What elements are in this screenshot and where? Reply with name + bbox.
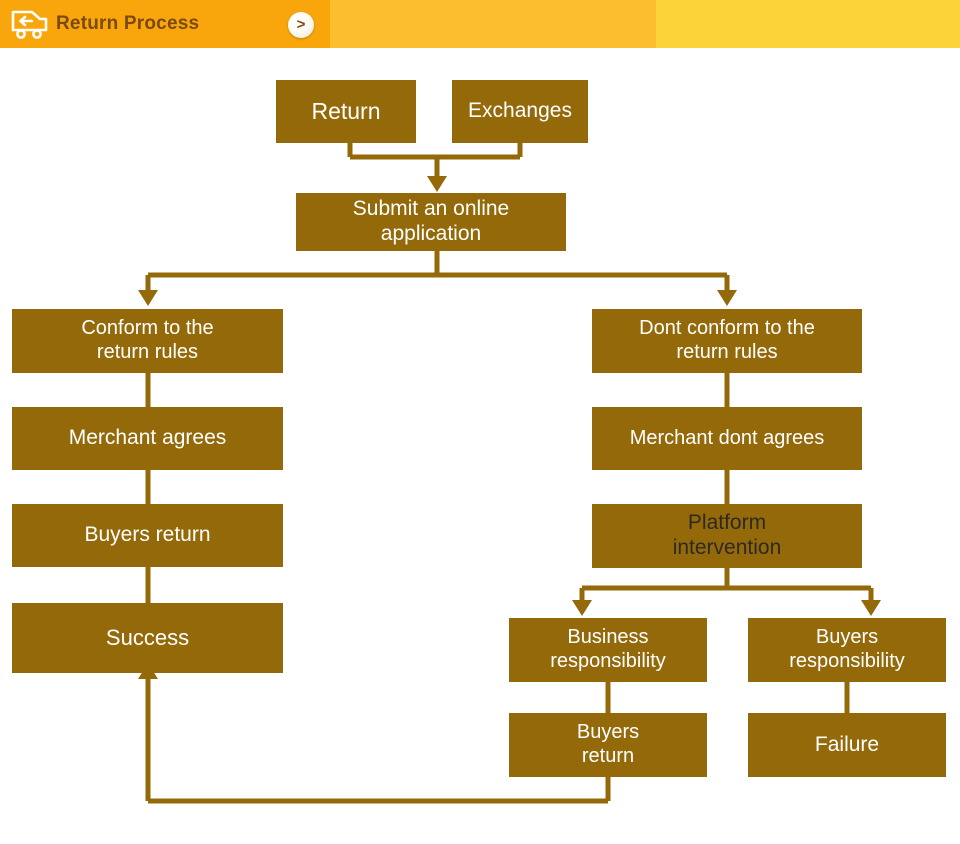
node-label: Buyers responsibility — [789, 626, 905, 672]
node-label: Merchant agrees — [68, 426, 227, 450]
header-bar: Return Process > — [0, 0, 960, 48]
node-label: Success — [105, 625, 190, 651]
arrowhead-to-business-resp — [572, 600, 592, 616]
return-truck-icon — [11, 10, 48, 39]
node-return[interactable]: Return — [276, 80, 416, 143]
node-label: Platform intervention — [672, 511, 782, 559]
node-merchant-dont-agrees[interactable]: Merchant dont agrees — [592, 407, 862, 470]
node-label: Merchant dont agrees — [629, 426, 825, 449]
node-label: Failure — [814, 732, 880, 756]
node-dont-conform-to-return-rules[interactable]: Dont conform to the return rules — [592, 309, 862, 373]
header-band-right — [656, 0, 960, 48]
node-platform-intervention[interactable]: Platform intervention — [592, 504, 862, 568]
node-label: Dont conform to the return rules — [639, 317, 815, 363]
arrowhead-to-conform — [138, 290, 158, 306]
page-title: Return Process — [56, 13, 200, 34]
node-label: Buyers return — [576, 721, 640, 767]
arrowhead-to-submit — [427, 176, 447, 192]
node-exchanges[interactable]: Exchanges — [452, 80, 588, 143]
next-chevron-button[interactable]: > — [288, 12, 314, 38]
node-business-responsibility[interactable]: Business responsibility — [509, 618, 707, 682]
node-label: Return — [311, 97, 381, 124]
node-label: Business responsibility — [550, 626, 666, 672]
chevron-right-icon: > — [296, 16, 306, 33]
node-buyers-responsibility[interactable]: Buyers responsibility — [748, 618, 946, 682]
node-merchant-agrees[interactable]: Merchant agrees — [12, 407, 283, 470]
node-buyers-return-left[interactable]: Buyers return — [12, 504, 283, 567]
node-buyers-return-mid[interactable]: Buyers return — [509, 713, 707, 777]
node-label: Conform to the return rules — [81, 317, 214, 363]
return-process-flowchart: Return Exchanges Submit an online applic… — [0, 48, 960, 844]
node-success[interactable]: Success — [12, 603, 283, 673]
arrowhead-to-buyers-resp — [861, 600, 881, 616]
header-band-left — [0, 0, 330, 48]
node-failure[interactable]: Failure — [748, 713, 946, 777]
node-submit-application[interactable]: Submit an online application — [296, 193, 566, 251]
arrowhead-to-dont-conform — [717, 290, 737, 306]
header-band-middle — [330, 0, 656, 48]
node-label: Submit an online application — [352, 197, 510, 245]
node-label: Buyers return — [84, 523, 211, 547]
node-conform-to-return-rules[interactable]: Conform to the return rules — [12, 309, 283, 373]
node-label: Exchanges — [468, 99, 572, 123]
